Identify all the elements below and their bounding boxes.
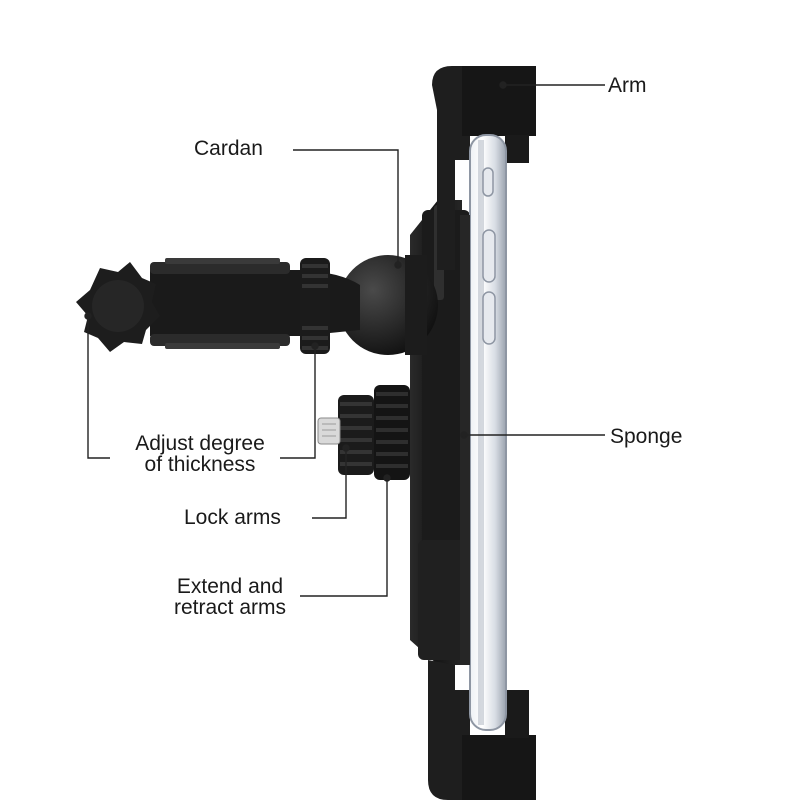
leader-extend bbox=[300, 478, 388, 597]
label-extend-line2: retract arms bbox=[173, 596, 286, 619]
cardan-ball bbox=[338, 255, 438, 355]
bolt bbox=[317, 417, 341, 445]
label-lock-arms: Lock arms bbox=[184, 506, 281, 529]
sponge-pad bbox=[460, 215, 470, 665]
label-sponge: Sponge bbox=[610, 425, 683, 448]
label-arm: Arm bbox=[608, 74, 647, 97]
label-extend-retract: Extend and retract arms bbox=[150, 576, 310, 618]
cardan-nut bbox=[300, 258, 330, 354]
extend-knob bbox=[374, 385, 410, 480]
lock-knob bbox=[338, 395, 374, 475]
label-adjust-line2: of thickness bbox=[144, 453, 256, 476]
label-cardan: Cardan bbox=[194, 137, 263, 160]
leader-lock bbox=[312, 448, 347, 519]
top-arm bbox=[432, 66, 536, 270]
label-adjust-thickness: Adjust degree of thickness bbox=[110, 433, 290, 475]
phone-side bbox=[469, 134, 507, 731]
leader-lines bbox=[84, 81, 605, 597]
label-extend-line1: Extend and bbox=[176, 575, 284, 598]
leader-adjust-right bbox=[280, 346, 316, 459]
leader-adjust-left bbox=[87, 316, 110, 459]
leader-cardan bbox=[293, 149, 399, 265]
bottom-arm bbox=[428, 660, 536, 800]
label-adjust-line1: Adjust degree bbox=[135, 432, 265, 455]
star-knob bbox=[76, 262, 160, 352]
